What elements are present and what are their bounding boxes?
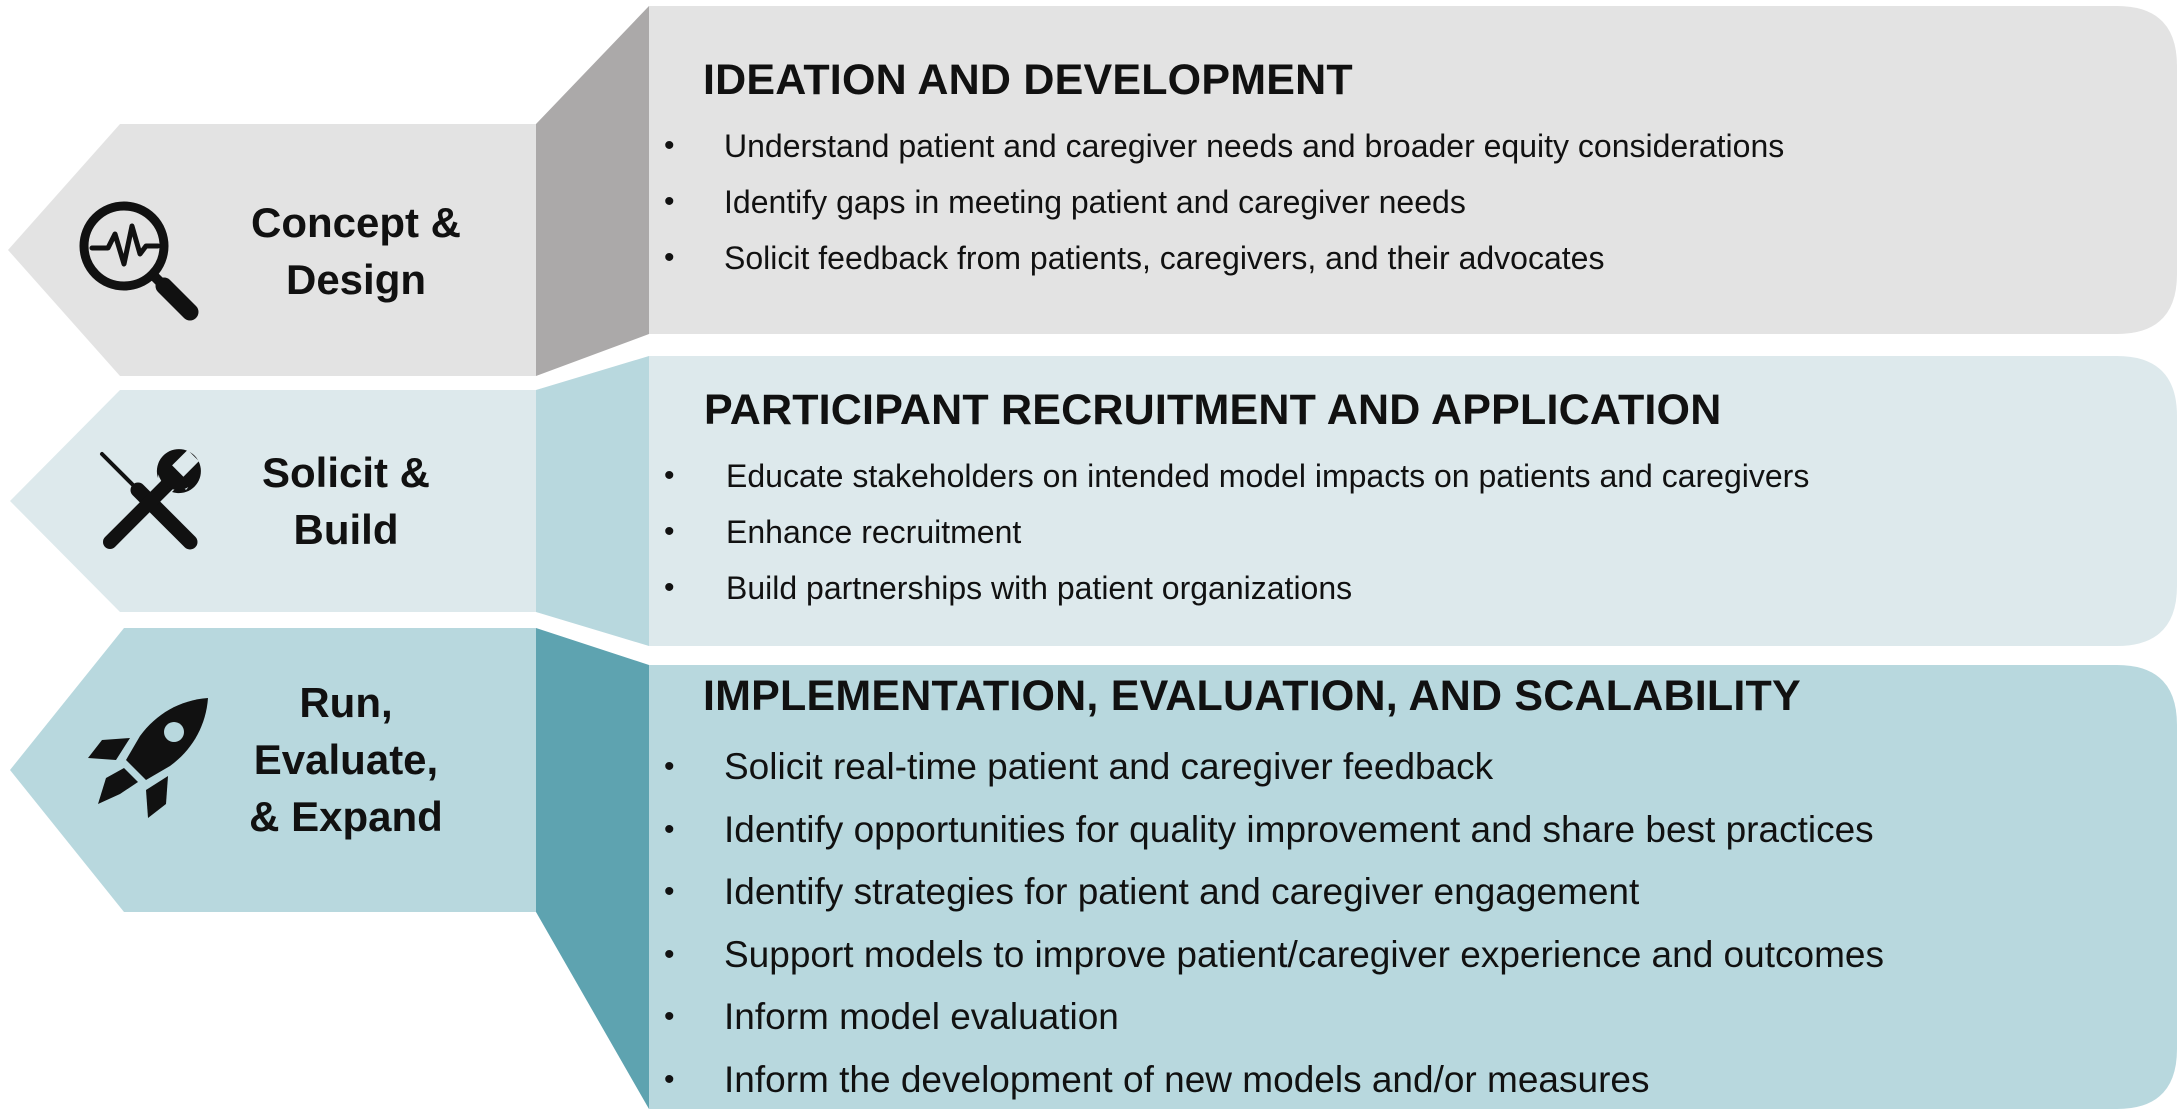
stage1-panel xyxy=(649,6,2177,334)
bullet-text: Enhance recruitment xyxy=(726,514,1022,550)
bullet-text: Identify gaps in meeting patient and car… xyxy=(724,184,1466,220)
bullet-text: Understand patient and caregiver needs a… xyxy=(724,128,1785,164)
bullet-text: Build partnerships with patient organiza… xyxy=(726,570,1353,606)
stage3-label-line1: Run, xyxy=(299,679,393,726)
stage3-label-line2: Evaluate, xyxy=(253,736,439,783)
bullet-text: Educate stakeholders on intended model i… xyxy=(726,458,1810,494)
bullet-dot: • xyxy=(664,185,675,218)
bullet-dot: • xyxy=(664,750,675,783)
bullet-dot: • xyxy=(664,459,675,492)
stage3-title: IMPLEMENTATION, EVALUATION, AND SCALABIL… xyxy=(703,672,1801,720)
bullet-text: Support models to improve patient/caregi… xyxy=(724,933,1884,975)
bullet-dot: • xyxy=(664,812,675,846)
bullet-dot: • xyxy=(664,515,675,548)
bullet-dot: • xyxy=(664,129,675,162)
stage1-label-line1: Concept & xyxy=(251,199,461,246)
wrench-screwdriver-icon xyxy=(100,449,201,550)
stage2-label-line1: Solicit & xyxy=(261,449,431,496)
rocket-icon xyxy=(88,698,208,818)
stage2-label-line2: Build xyxy=(293,506,399,553)
stage1-label: Concept & Design xyxy=(236,194,476,308)
stage1-title: IDEATION AND DEVELOPMENT xyxy=(703,56,1353,104)
bullet-text: Inform the development of new models and… xyxy=(724,1058,1650,1100)
bullet-text: Solicit real-time patient and caregiver … xyxy=(724,746,1494,787)
bullet-dot: • xyxy=(664,937,675,971)
stage1-connector xyxy=(536,6,649,376)
stage3-label: Run, Evaluate, & Expand xyxy=(226,674,466,845)
stage3-label-line3: & Expand xyxy=(249,793,443,840)
bullet-dot: • xyxy=(664,241,675,274)
stage2-title: PARTICIPANT RECRUITMENT AND APPLICATION xyxy=(704,386,1722,434)
bullet-text: Inform model evaluation xyxy=(724,996,1119,1037)
stage1-label-line2: Design xyxy=(285,256,427,303)
stage1-arrow-tab xyxy=(8,124,536,376)
stage2-label: Solicit & Build xyxy=(226,444,466,558)
bullet-text: Identify strategies for patient and care… xyxy=(724,871,1640,912)
stage3-connector xyxy=(536,628,649,1109)
bullet-text: Solicit feedback from patients, caregive… xyxy=(724,240,1605,276)
bullet-dot: • xyxy=(664,1000,675,1033)
bullet-text: Identify opportunities for quality impro… xyxy=(724,808,1874,850)
stage3-arrow-tab xyxy=(10,628,536,912)
bullet-dot: • xyxy=(664,571,675,604)
stage3-panel xyxy=(649,665,2177,1109)
stage2-arrow-tab xyxy=(10,390,536,612)
bullet-dot: • xyxy=(664,1062,675,1096)
stage2-connector xyxy=(536,356,649,646)
bullet-dot: • xyxy=(664,875,675,908)
stage2-panel xyxy=(649,356,2177,646)
magnifier-pulse-icon xyxy=(79,201,199,321)
